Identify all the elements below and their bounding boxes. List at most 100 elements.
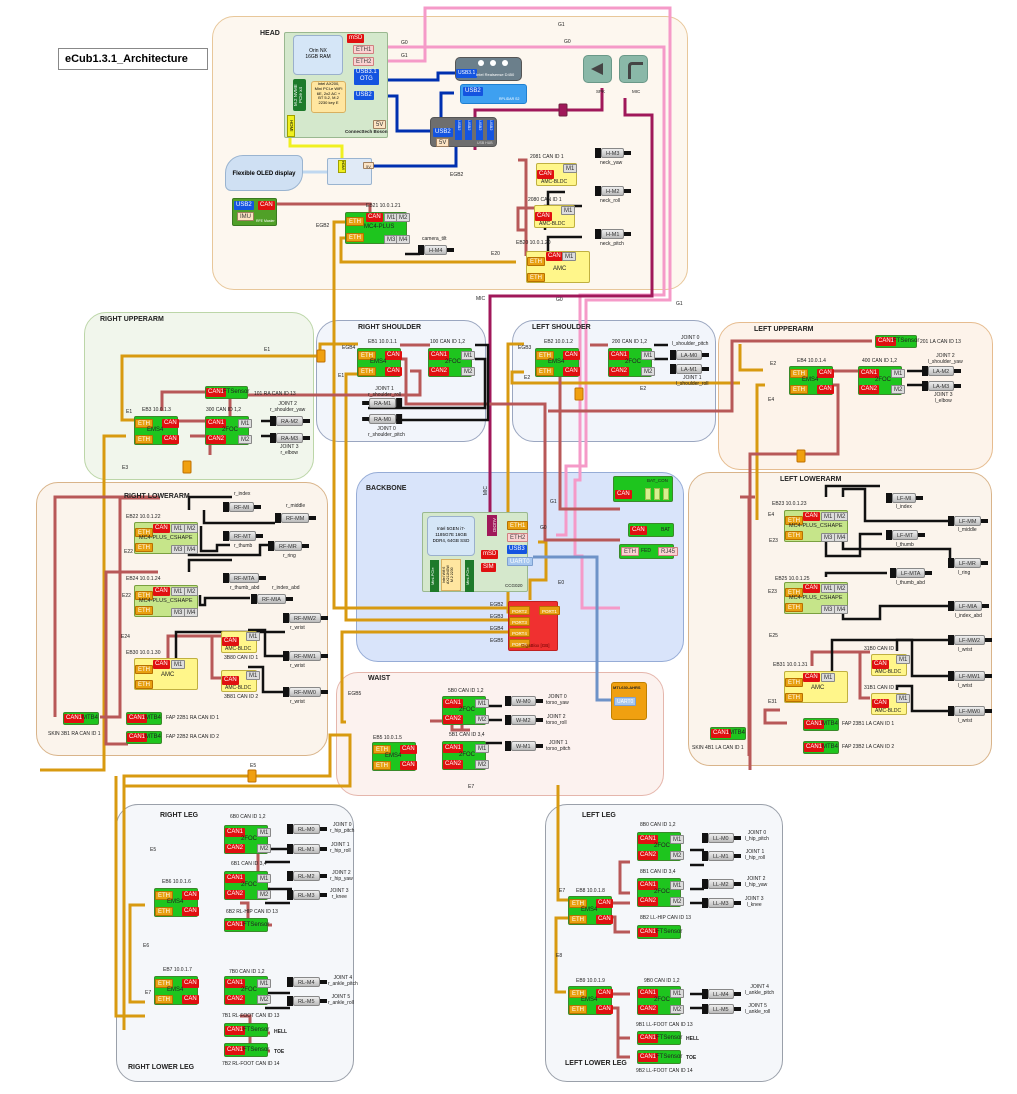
m1-port[interactable]: M1 [246,632,261,641]
can-port[interactable]: CAN [563,367,580,376]
can1-port[interactable]: CAN1 [429,351,450,360]
can-port[interactable]: CAN [596,915,613,924]
can2-port[interactable]: CAN2 [638,1005,659,1014]
eth-port[interactable]: ETH [155,891,173,900]
m1-port[interactable]: M1 [257,979,272,988]
can1-port[interactable]: CAN1 [804,720,825,729]
eth-port[interactable]: ETH [790,385,808,394]
can-port[interactable]: CAN [385,351,402,360]
m4-port[interactable]: M4 [396,235,411,244]
can1-port[interactable]: CAN1 [638,928,659,937]
rfe-usb2-port[interactable]: USB2 [234,201,254,210]
can2-port[interactable]: CAN2 [443,760,464,769]
boson-5v-port[interactable]: 5V [373,120,387,129]
can-port[interactable]: CAN [162,419,179,428]
eth-port[interactable]: ETH [135,665,153,674]
bat-can-port[interactable]: CAN [630,526,647,535]
can2-port[interactable]: CAN2 [638,897,659,906]
m4-port[interactable]: M4 [834,605,849,614]
m1-port[interactable]: M1 [257,828,272,837]
can2-port[interactable]: CAN2 [429,367,450,376]
ccg-usb3-port[interactable]: USB3 [507,545,527,554]
gigablox-port3[interactable]: PORT3 [509,617,530,626]
can-port[interactable]: CAN [803,673,820,682]
boson-usb31-port[interactable]: USB3.1 OTG [354,69,379,85]
m2-port[interactable]: M2 [461,367,476,376]
m1-port[interactable]: M1 [246,671,261,680]
m2-port[interactable]: M2 [834,512,849,521]
can-port[interactable]: CAN [537,170,554,179]
m1-port[interactable]: M1 [475,744,490,753]
m2-port[interactable]: M2 [257,995,272,1004]
oled-5v-port[interactable]: 5V [363,162,374,169]
m2-port[interactable]: M2 [184,587,199,596]
can1-port[interactable]: CAN1 [638,881,659,890]
can2-port[interactable]: CAN2 [225,995,246,1004]
m2-port[interactable]: M2 [670,897,685,906]
m2-port[interactable]: M2 [257,890,272,899]
m1-port[interactable]: M1 [896,655,911,664]
boson-hdmi-port[interactable]: HDMI [287,115,295,137]
boson-msd-slot[interactable]: mSD [347,34,365,43]
eth-port[interactable]: ETH [569,1005,587,1014]
can1-port[interactable]: CAN1 [225,874,246,883]
rfe-can-port[interactable]: CAN [258,201,275,210]
can1-port[interactable]: CAN1 [206,388,227,397]
usb-hub-port-3[interactable]: USB2 [476,120,483,140]
eth-port[interactable]: ETH [346,217,364,226]
ccg-audio-port[interactable]: AUDIO [487,515,497,536]
eth-port[interactable]: ETH [358,351,376,360]
m2-port[interactable]: M2 [641,367,656,376]
eth-port[interactable]: ETH [155,995,173,1004]
bat-con-can-port[interactable]: CAN [615,490,632,499]
m2-port[interactable]: M2 [834,584,849,593]
can1-port[interactable]: CAN1 [127,733,148,742]
can-port[interactable]: CAN [535,212,552,221]
ccg-msd-slot[interactable]: mSD [481,550,499,559]
can-port[interactable]: CAN [546,252,563,261]
eth-port[interactable]: ETH [135,528,153,537]
m1-port[interactable]: M1 [563,164,578,173]
can-port[interactable]: CAN [222,637,239,646]
eth-port[interactable]: ETH [569,989,587,998]
ccg-eth2-port[interactable]: ETH2 [507,533,529,542]
m1-port[interactable]: M1 [641,351,656,360]
eth-port[interactable]: ETH [135,606,153,615]
can1-port[interactable]: CAN1 [443,744,464,753]
eth-port[interactable]: ETH [155,979,173,988]
can1-port[interactable]: CAN1 [876,337,897,346]
usb-hub-port-2[interactable]: USB2 [465,120,472,140]
can-port[interactable]: CAN [153,660,170,669]
boson-usb2-port[interactable]: USB2 [354,91,374,100]
oled-hdmi-port[interactable]: HDMI [338,160,346,173]
m2-port[interactable]: M2 [670,1005,685,1014]
can2-port[interactable]: CAN2 [225,844,246,853]
eth-port[interactable]: ETH [346,233,364,242]
eth-port[interactable]: ETH [135,591,153,600]
m2-port[interactable]: M2 [891,385,906,394]
m1-port[interactable]: M1 [891,369,906,378]
m1-port[interactable]: M1 [561,206,576,215]
can-port[interactable]: CAN [400,745,417,754]
m1-port[interactable]: M1 [238,419,253,428]
eth-port[interactable]: ETH [135,680,153,689]
usb-hub-in-port[interactable]: USB2 [433,128,453,137]
can-port[interactable]: CAN [366,213,383,222]
can-port[interactable]: CAN [153,587,170,596]
can1-port[interactable]: CAN1 [638,1053,659,1062]
can2-port[interactable]: CAN2 [859,385,880,394]
can1-port[interactable]: CAN1 [609,351,630,360]
eth-port[interactable]: ETH [135,543,153,552]
can-port[interactable]: CAN [182,979,199,988]
m1-port[interactable]: M1 [475,699,490,708]
m1-port[interactable]: M1 [670,835,685,844]
m2-port[interactable]: M2 [475,760,490,769]
can-port[interactable]: CAN [817,385,834,394]
can1-port[interactable]: CAN1 [859,369,880,378]
m4-port[interactable]: M4 [834,533,849,542]
usb-hub-port-1[interactable]: USB2 [455,120,462,140]
can-port[interactable]: CAN [872,660,889,669]
m1-port[interactable]: M1 [896,694,911,703]
usb-hub-port-4[interactable]: USB2 [487,120,494,140]
eth-port[interactable]: ETH [373,745,391,754]
